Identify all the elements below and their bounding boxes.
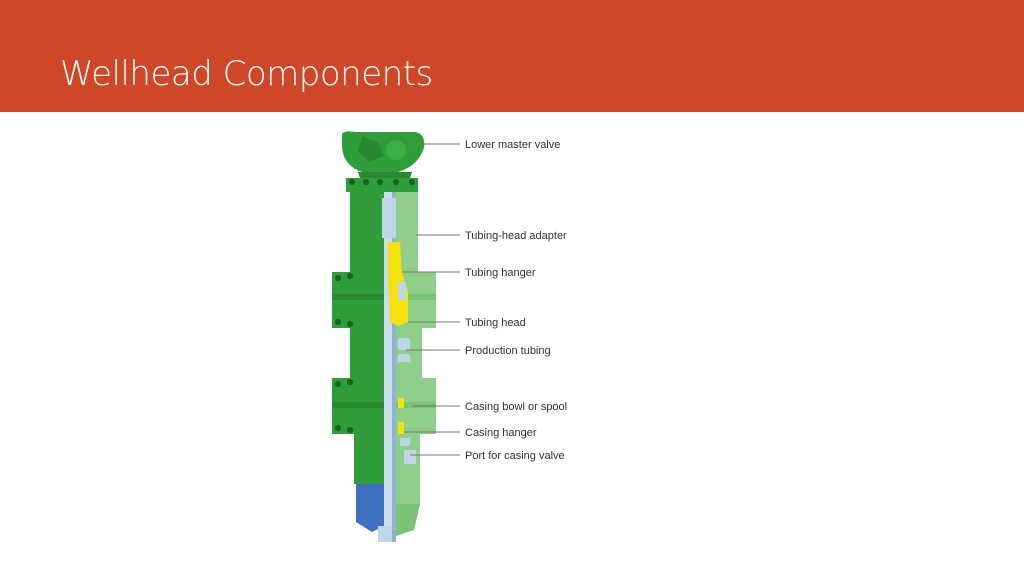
label-tubing-hanger: Tubing hanger bbox=[465, 267, 536, 279]
slide-title: Wellhead Components bbox=[60, 54, 433, 94]
label-lower-master-valve: Lower master valve bbox=[465, 139, 560, 151]
label-production-tubing: Production tubing bbox=[465, 345, 551, 357]
label-port-for-casing-valve: Port for casing valve bbox=[465, 450, 565, 462]
lower-master-valve-shape bbox=[342, 131, 425, 178]
production-tubing-ports bbox=[398, 338, 410, 362]
title-bar: Wellhead Components bbox=[0, 0, 1024, 112]
label-casing-bowl-or-spool: Casing bowl or spool bbox=[465, 401, 567, 413]
center-bore bbox=[378, 192, 396, 542]
top-flange bbox=[346, 178, 418, 192]
wellhead-diagram: Lower master valve Tubing-head adapter T… bbox=[332, 131, 567, 542]
label-casing-hanger: Casing hanger bbox=[465, 427, 537, 439]
tubing-hanger-shape bbox=[388, 242, 408, 326]
label-tubing-head-adapter: Tubing-head adapter bbox=[465, 230, 567, 242]
casing-hanger-shape bbox=[398, 398, 416, 464]
wellhead-body-left bbox=[332, 192, 384, 532]
label-tubing-head: Tubing head bbox=[465, 317, 526, 329]
